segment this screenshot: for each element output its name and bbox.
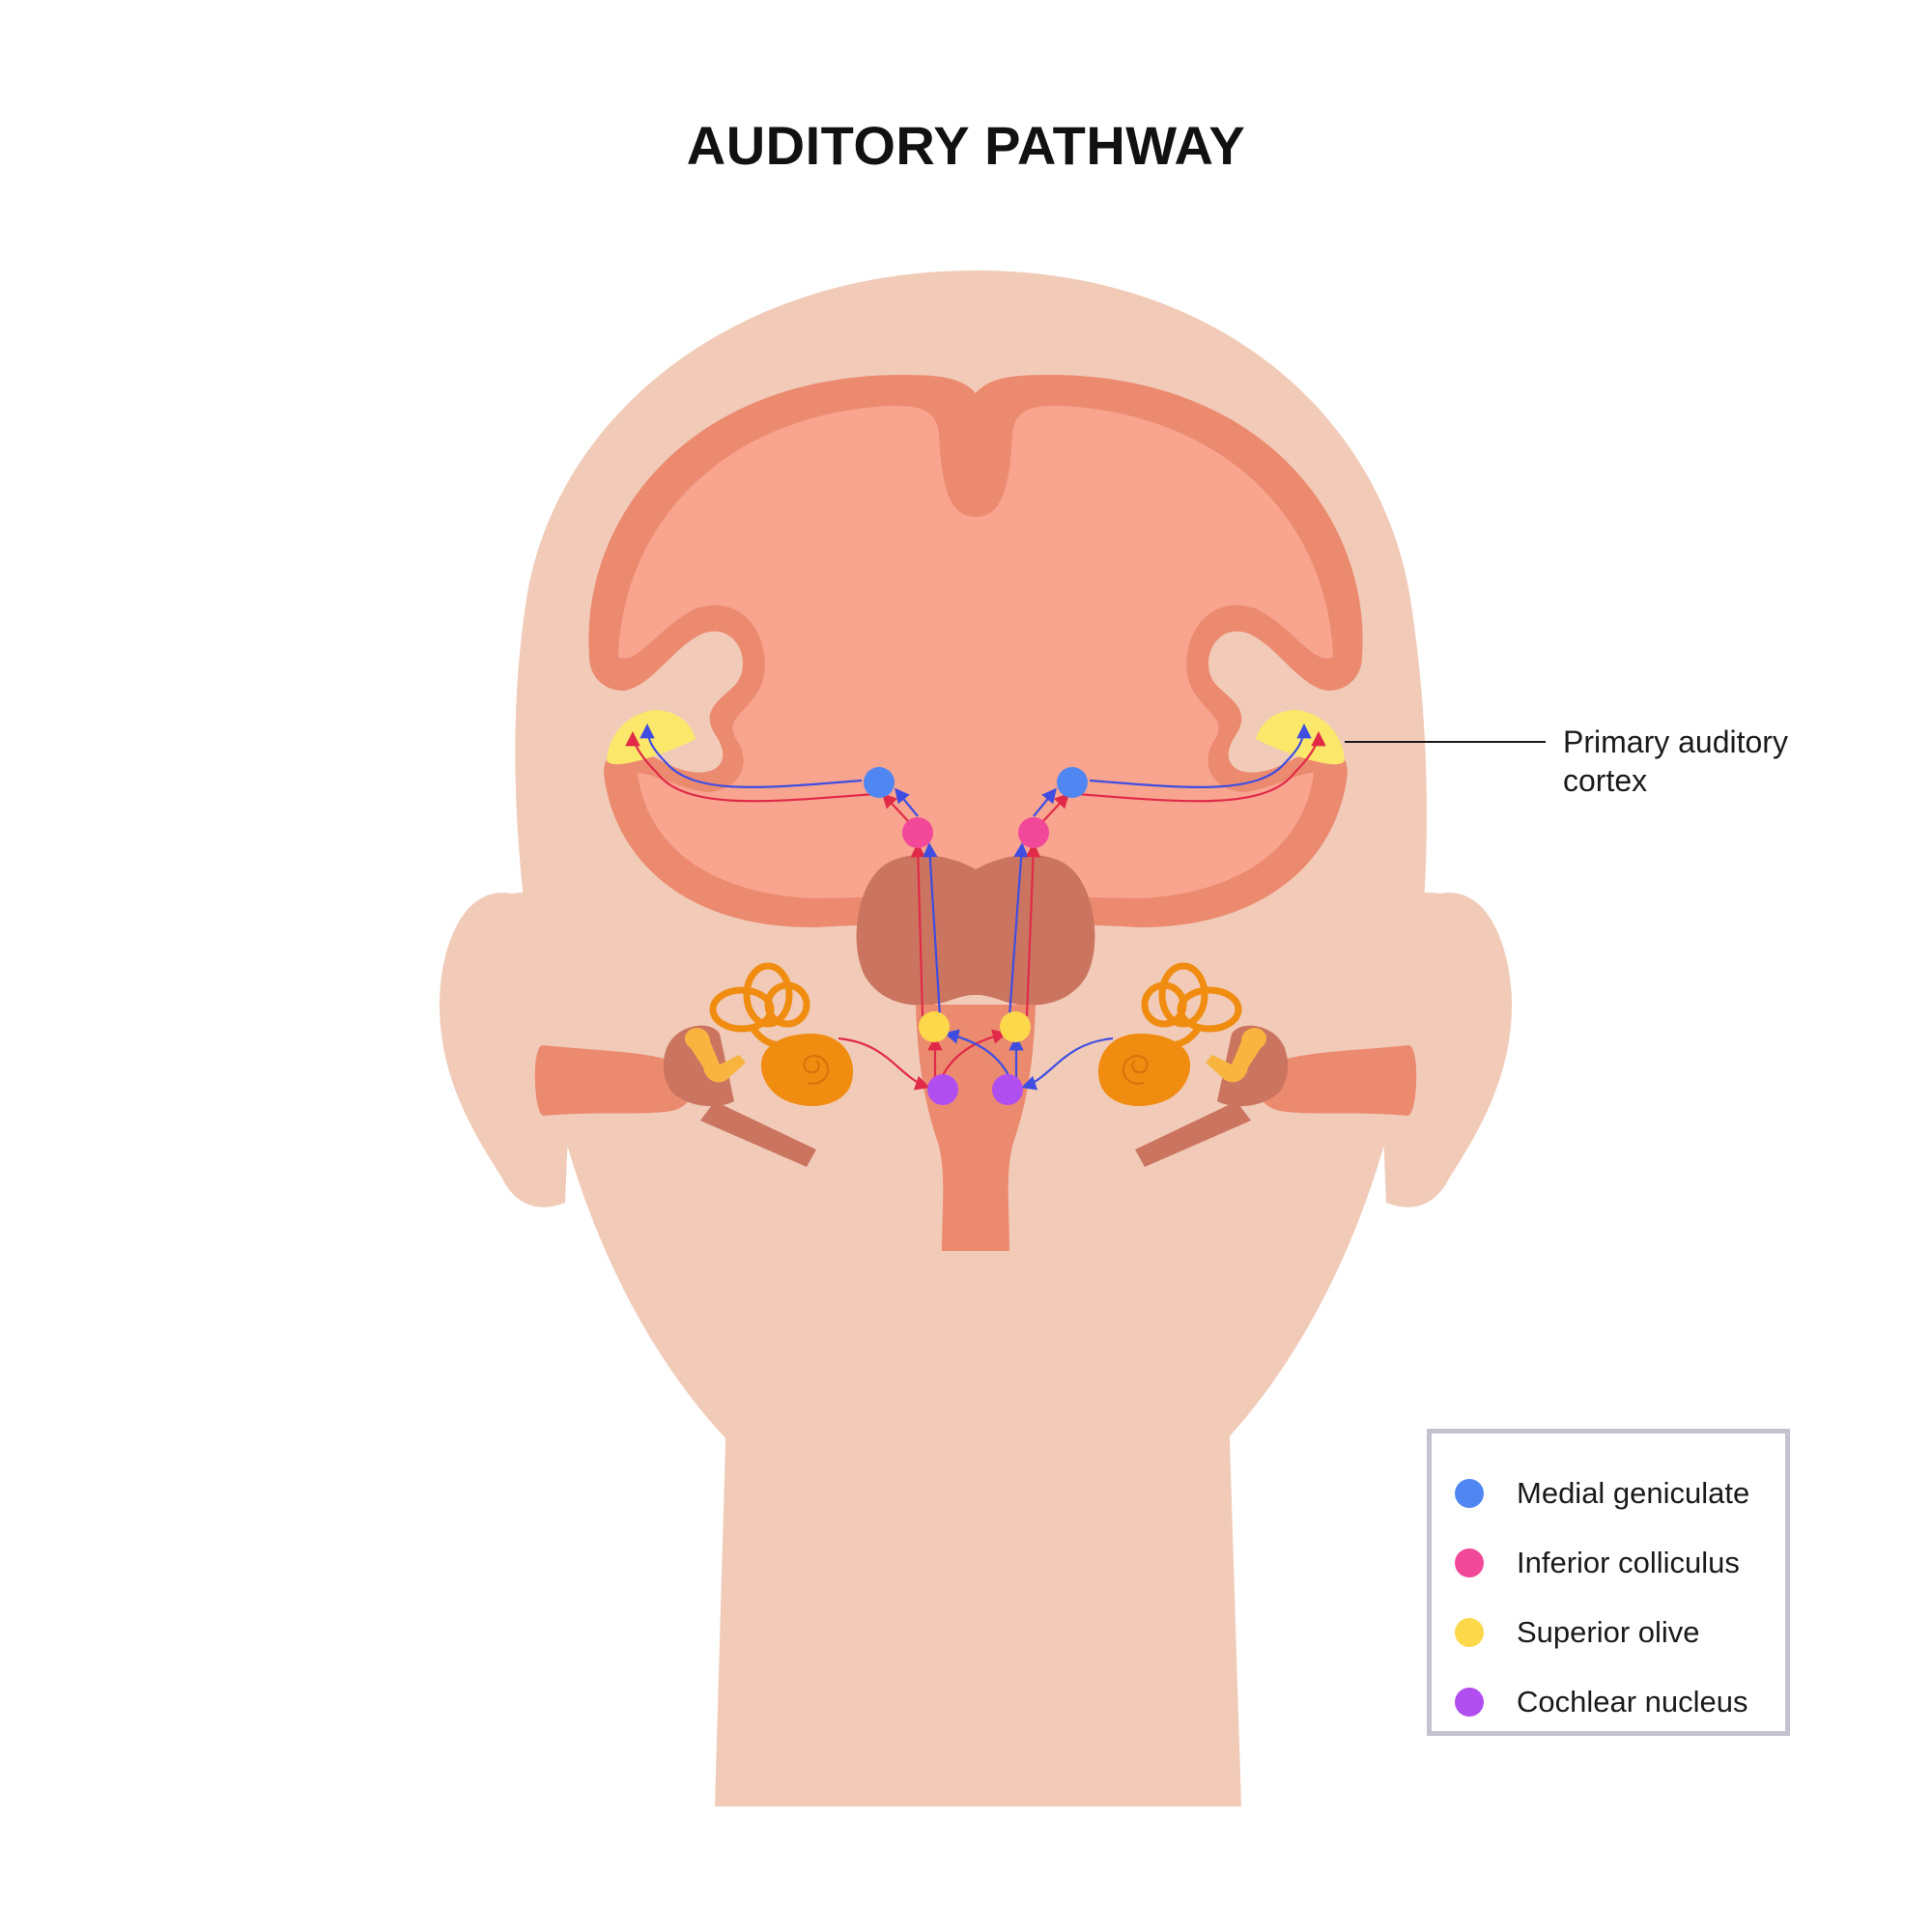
left-cochlear-nucleus bbox=[927, 1074, 958, 1105]
path-right-so-to-ic-red bbox=[1025, 841, 1041, 1017]
legend-label: Medial geniculate bbox=[1517, 1476, 1750, 1510]
right-ossicles bbox=[1206, 1028, 1267, 1083]
legend-dot-cochlear-nucleus bbox=[1455, 1688, 1484, 1717]
legend-label: Superior olive bbox=[1517, 1615, 1700, 1649]
diagram-title: AUDITORY PATHWAY bbox=[686, 115, 1246, 176]
cortex-label-line1: Primary auditory bbox=[1563, 724, 1788, 759]
legend: Medial geniculate Inferior colliculus Su… bbox=[1427, 1429, 1790, 1736]
left-medial-geniculate bbox=[864, 767, 895, 798]
left-ear-anatomy bbox=[534, 962, 854, 1167]
brainstem bbox=[916, 1005, 1036, 1251]
right-ear-canal bbox=[1257, 1045, 1417, 1116]
path-right-mg-to-cortex-blue bbox=[1089, 723, 1312, 788]
thalamus-midbrain bbox=[856, 855, 1095, 1006]
path-right-cochlea-to-cn bbox=[1021, 1037, 1114, 1091]
right-semicircular-canals bbox=[1141, 962, 1242, 1049]
legend-item-cochlear-nucleus: Cochlear nucleus bbox=[1455, 1667, 1785, 1737]
right-ear-anatomy bbox=[1097, 962, 1417, 1167]
path-left-cn-to-right-so bbox=[941, 1029, 1008, 1078]
left-ear-canal bbox=[534, 1045, 695, 1116]
legend-label: Cochlear nucleus bbox=[1517, 1685, 1748, 1719]
legend-dot-medial-geniculate bbox=[1455, 1479, 1484, 1508]
left-eustachian-tube bbox=[700, 1101, 816, 1167]
left-middle-ear bbox=[663, 1025, 734, 1107]
right-medial-geniculate bbox=[1057, 767, 1088, 798]
left-ear-outer bbox=[440, 892, 578, 1208]
path-right-ic-to-mg-red bbox=[1042, 792, 1070, 822]
left-superior-olive bbox=[919, 1011, 950, 1042]
left-inferior-colliculus bbox=[902, 817, 933, 848]
right-middle-ear bbox=[1217, 1025, 1289, 1107]
right-eustachian-tube bbox=[1135, 1101, 1251, 1167]
path-right-so-to-ic-blue bbox=[1008, 841, 1029, 1017]
legend-dot-superior-olive bbox=[1455, 1618, 1484, 1647]
legend-label: Inferior colliculus bbox=[1517, 1546, 1740, 1579]
right-inferior-colliculus bbox=[1018, 817, 1049, 848]
path-left-mg-to-cortex-blue bbox=[639, 723, 863, 788]
path-left-so-to-ic-red bbox=[910, 841, 926, 1017]
path-right-mg-to-cortex-red bbox=[1076, 730, 1326, 803]
left-ossicles bbox=[684, 1028, 746, 1083]
right-cochlea-spiral bbox=[1122, 1055, 1149, 1085]
legend-dot-inferior-colliculus bbox=[1455, 1548, 1484, 1577]
path-right-cn-to-left-so bbox=[944, 1029, 1010, 1078]
primary-auditory-cortex-label: Primary auditory cortex bbox=[1563, 723, 1788, 800]
cortex-label-line2: cortex bbox=[1563, 763, 1648, 798]
brain-section bbox=[588, 375, 1363, 1251]
path-left-cochlea-to-cn bbox=[838, 1037, 930, 1091]
path-left-ic-to-mg-red bbox=[881, 792, 909, 822]
left-semicircular-canals bbox=[709, 962, 810, 1049]
right-superior-olive bbox=[1000, 1011, 1031, 1042]
left-cochlea-spiral bbox=[803, 1055, 830, 1085]
auditory-pathways bbox=[625, 723, 1326, 1091]
path-right-ic-to-mg-blue bbox=[1033, 787, 1057, 817]
path-left-so-to-ic-blue bbox=[923, 841, 942, 1017]
legend-item-inferior-colliculus: Inferior colliculus bbox=[1455, 1528, 1785, 1598]
legend-item-medial-geniculate: Medial geniculate bbox=[1455, 1459, 1785, 1528]
brain-inner bbox=[618, 406, 1333, 898]
path-left-mg-to-cortex-red bbox=[625, 730, 875, 803]
neck bbox=[715, 1410, 1241, 1806]
nuclei bbox=[864, 767, 1088, 1105]
right-cochlear-nucleus bbox=[992, 1074, 1023, 1105]
right-ear-outer bbox=[1374, 892, 1512, 1208]
path-left-ic-to-mg-blue bbox=[895, 787, 919, 817]
legend-item-superior-olive: Superior olive bbox=[1455, 1598, 1785, 1667]
